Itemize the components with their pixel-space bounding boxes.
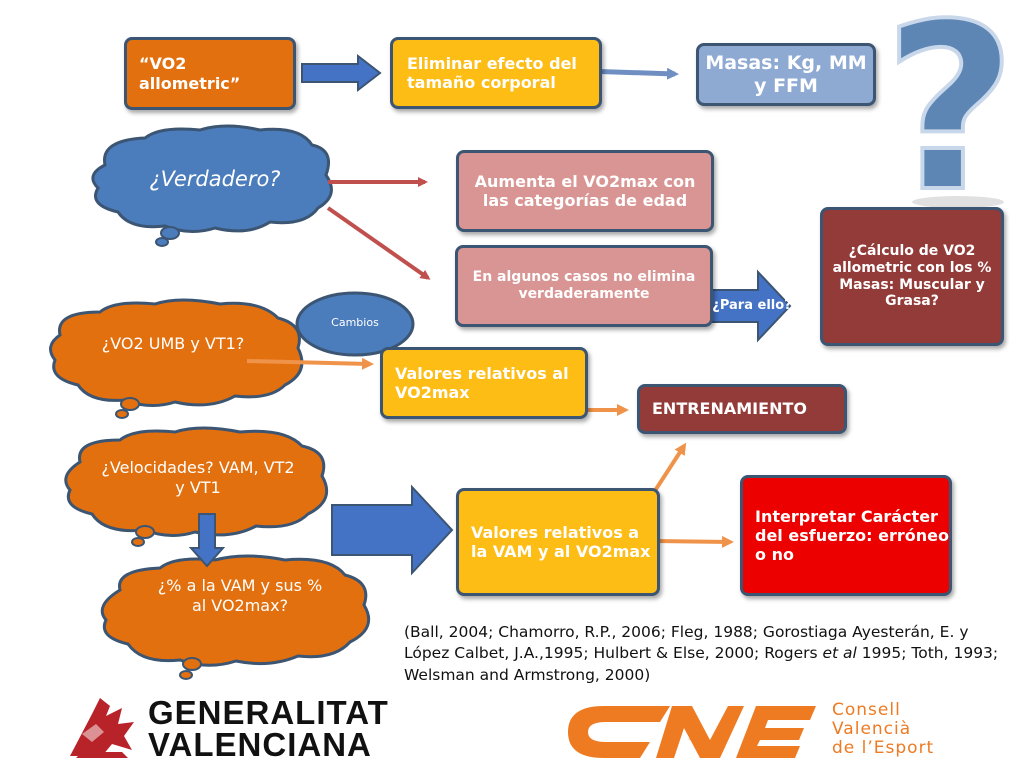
box-vo2-allometric-text: “VO2 allometric” <box>139 54 241 93</box>
cve-line2: Valencià <box>832 719 912 739</box>
gv-line1: GENERALITAT <box>148 694 389 731</box>
box-calculo-text: ¿Cálculo de VO2 allometric con los % Mas… <box>832 242 992 310</box>
box-entrenamiento: ENTRENAMIENTO <box>637 384 847 434</box>
box-valores-vam: Valores relativos a la VAM y al VO2max <box>456 488 660 596</box>
box-valores-vo2max-text: Valores relativos al VO2max <box>395 363 569 402</box>
box-entrenamiento-text: ENTRENAMIENTO <box>652 399 807 419</box>
cloud-velocidades-text: ¿Velocidades? VAM, VT2 y VT1 <box>101 458 295 497</box>
box-valores-vo2max: Valores relativos al VO2max <box>380 347 588 419</box>
box-aumenta: Aumenta el VO2max con las categorías de … <box>456 150 714 232</box>
box-interpretar: Interpretar Carácter del esfuerzo: errón… <box>740 475 952 596</box>
box-eliminar: Eliminar efecto del tamaño corporal <box>390 37 602 109</box>
cloud-verdadero-text: ¿Verdadero? <box>149 167 281 191</box>
block-arrow-velocidades <box>331 484 454 576</box>
cve-mark-text: CVE <box>688 739 693 741</box>
box-vo2-allometric: “VO2 allometric” <box>124 37 296 110</box>
svg-text:?: ? <box>883 0 1016 243</box>
question-mark-icon: ? <box>881 0 1018 245</box>
cambios-text: Cambios <box>331 316 379 329</box>
gv-line2: VALENCIANA <box>148 726 372 763</box>
box-en-algunos-text: En algunos casos no elimina verdaderamen… <box>472 269 696 302</box>
box-aumenta-text: Aumenta el VO2max con las categorías de … <box>474 171 696 210</box>
box-calculo: ¿Cálculo de VO2 allometric con los % Mas… <box>820 207 1004 346</box>
cve-mark-icon: CVE <box>568 706 816 758</box>
gv-crest-icon <box>70 698 134 758</box>
cloud-shape-porcentaje <box>100 554 371 680</box>
cve-line3: de l’Esport <box>832 738 935 758</box>
arrow-vam-interpretar <box>654 535 734 548</box>
cloud-shape-vo2-umb <box>49 298 304 419</box>
arrow-verdadero-algunos <box>326 206 431 280</box>
citation-text: (Ball, 2004; Chamorro, R.P., 2006; Fleg,… <box>404 622 1004 686</box>
cve-logo: CVE Consell Valencià de l’Esport <box>560 700 1000 764</box>
arrow-umb-valores <box>246 357 374 370</box>
cloud-shape-verdadero <box>91 124 333 247</box>
block-arrow-down <box>188 513 226 568</box>
box-eliminar-text: Eliminar efecto del tamaño corporal <box>407 53 577 92</box>
box-en-algunos: En algunos casos no elimina verdaderamen… <box>455 245 713 327</box>
cloud-vo2-umb-text: ¿VO2 UMB y VT1? <box>101 334 245 353</box>
generalitat-logo: GENERALITAT VALENCIANA <box>62 694 462 763</box>
box-interpretar-text: Interpretar Carácter del esfuerzo: errón… <box>755 506 949 565</box>
citation-part1: (Ball, 2004; Chamorro, R.P., 2006; Fleg,… <box>404 623 969 663</box>
box-masas: Masas: Kg, MM y FFM <box>696 43 876 106</box>
cloud-shape-velocidades <box>64 426 329 547</box>
box-masas-text: Masas: Kg, MM y FFM <box>705 51 867 97</box>
citation-et-al: et al <box>822 644 857 663</box>
citation-part2: 1995; Toth, 1993; Welsman and Armstrong,… <box>404 644 999 684</box>
para-ello-label: ¿Para ello? <box>712 298 792 313</box>
cloud-porcentaje-text: ¿% a la VAM y sus % al VO2max? <box>157 576 323 615</box>
cambios-ellipse <box>295 291 415 357</box>
block-arrow-allometric <box>301 53 382 93</box>
cve-line1: Consell <box>832 700 901 720</box>
box-valores-vam-text: Valores relativos a la VAM y al VO2max <box>471 522 651 561</box>
